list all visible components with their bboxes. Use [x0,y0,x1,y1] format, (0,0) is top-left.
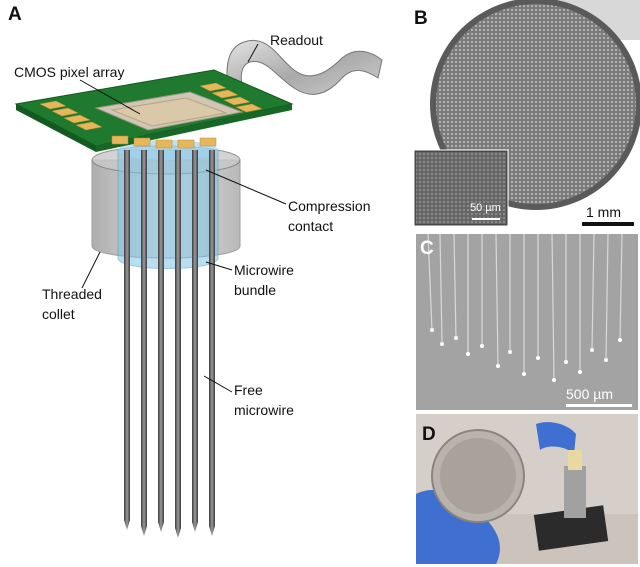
scale-label-c: 500 µm [566,386,613,402]
panel-c-letter: C [420,238,434,259]
readout-label: Readout [270,32,323,48]
compression-contact-pads [111,135,217,149]
compression-label-line2: contact [288,218,334,234]
scale-label-b: 1 mm [586,204,621,220]
panel-a: A [8,4,383,538]
sem-tips-image [416,234,638,410]
cmos-label: CMOS pixel array [14,64,125,80]
panel-a-letter: A [8,4,22,25]
scale-bar-b [582,222,634,226]
microwire-label-line2: bundle [234,282,277,298]
compression-label-line1: Compression [288,198,371,214]
threaded-label-line1: Threaded [42,286,102,302]
panel-b-letter: B [414,8,428,29]
free-label-line2: microwire [234,402,294,418]
device-schematic [14,39,383,538]
callout-lines [79,43,287,393]
device-photo-image [416,414,638,564]
gold-pads [39,82,263,131]
panel-c-photo: C 500 µm [416,234,638,410]
free-microwires [124,150,215,538]
inset-scale-label: 50 µm [470,202,501,214]
panel-d-letter: D [422,424,436,445]
panel-d-photo: D [416,414,638,564]
device-chip [533,505,609,551]
microwire-label-line1: Microwire [234,262,294,278]
glove [416,489,500,564]
panel-b-photo: B 50 µm 1 mm [410,0,640,230]
scale-bar-c [566,404,632,407]
inset-scale-bar [472,218,500,220]
microwire-bundle [117,149,219,269]
threaded-label-line2: collet [42,306,75,322]
readout-ribbon [226,39,383,103]
sem-bundle-image [413,0,640,227]
free-label-line1: Free [234,382,263,398]
